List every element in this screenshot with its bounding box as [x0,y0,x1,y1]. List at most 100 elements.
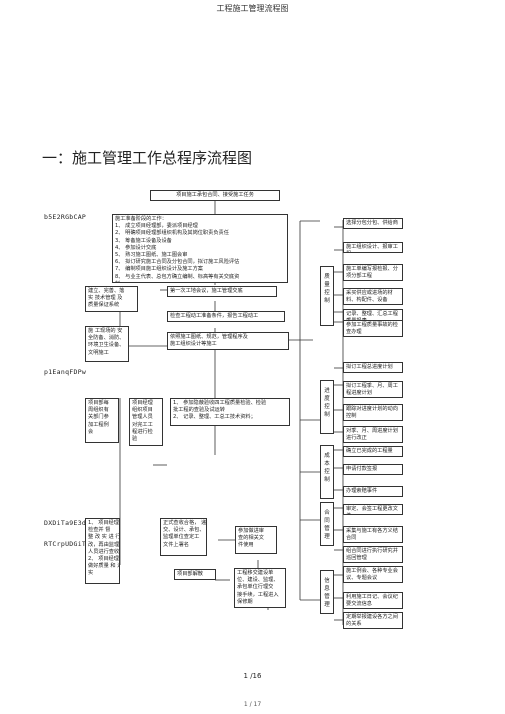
mid2-line: 文件上署名 [163,541,189,548]
left5-line: 2、 项目经理部 [88,556,119,563]
manager-inspection-box: 项目经理组织项目管理人员对完工工程进行检验 [129,398,163,446]
right_b-line: 保修期 [237,598,253,605]
right_a-line: 件使用 [238,542,254,549]
contract-management-label: 合同管理 [320,502,334,546]
cost-control-text: 成本控制 [324,453,330,483]
info-item-text: 施工例会、各种专业会议、专题会议 [346,568,398,582]
quality-control-label: 质量控制 [320,266,334,326]
left1-line: 建立、完善、落 [88,288,125,294]
left4-line: 验 [132,436,138,443]
progress-control-label: 进度控制 [320,380,334,434]
left4-line: 组织项目 [132,407,153,414]
left4-line: 项目经理 [132,400,153,406]
doc-code-4: RTCrpUDGiT [44,540,87,548]
cost-item-text: 申请付款签报 [346,466,378,472]
progress-item-box: 拟订工程总进度计划 [343,362,403,373]
left5-line: 整 改 实 进 行 整 [88,534,119,541]
quality-item-text: 施工单编写报检报、分项分部工程 [346,266,398,280]
site-safety-box: 施 工现场的 安全防备、消防、环境卫生设备、文明施工 [85,326,129,362]
left5-line: 检查并 督 [88,527,111,534]
left4-line: 程进行检 [132,428,153,435]
left2-line: 全防备、消防、 [88,335,125,342]
progress-control-text: 进度控制 [324,388,330,418]
formal-acceptance-box: 正式查收合格， 递交、设计、承包、监理单位查定工文件上署名 [160,518,207,556]
left3-line: 周组织有 [88,407,109,414]
quality-item-box: 采买供应或进场的材料、构配件、设备 [343,288,403,305]
page-header: 工程施工管理流程图 [216,4,289,13]
contract-item-box: 审定、会签工程更改文件 [343,504,403,515]
contract-item-text: 审定、会签工程更改文件 [346,506,398,514]
progress-item-text: 拟订工程季、月、周工程进度计划 [346,383,398,397]
quality-item-text: 采买供应或进场的材料、构配件、设备 [346,290,393,304]
dissolve-box: 项目部解散 [174,569,216,580]
page-footer: 1 / 17 [243,701,262,708]
left5-line: 1、 项目经理部 [88,520,119,526]
mid-line: 批工程的查验及试运转 [173,407,225,414]
progress-item-text: 拟订工程总进度计划 [346,364,393,370]
prep-line: 4、 参加设计交底 [115,244,157,251]
handover-box: 工程移交建设单位、建设、监理、承包单位行理交接手续，工程进入保修期 [234,568,286,608]
doc-code-2: p1EanqFDPw [44,368,87,376]
quality-control-text: 质量控制 [324,274,330,304]
prep-line: 施工准备阶段的工作： [115,216,167,222]
contract-item-box: 组合同进行执行研究并巡回管理 [343,546,403,563]
left3-line: 关部门参 [88,414,109,421]
left1-line: 实 技术管理 及 [88,295,123,302]
start-check-box: 检查工程动工准备条件，报告工程动工 [167,311,285,322]
progress-item-box: 拟订工程季、月、周工程进度计划 [343,381,403,398]
contract-item-text: 采集与施工有各方义结合同 [346,528,398,542]
info-management-text: 信息管理 [324,578,330,608]
quality-item-box: 施工单编写报检报、分项分部工程 [343,264,403,281]
startup-line: 依照施工图纸、规范，管理程序及 [170,334,248,340]
mid2-line: 监理单位查定工 [163,534,200,541]
quality-item-box: 参加工程质量事故的检查办理 [343,320,403,337]
quality-item-box: 施工组织设计、报审工程 [343,242,403,253]
quality-item-text: 参加工程质量事故的检查办理 [346,322,398,336]
doc-code-3: DXDiTa9E3d [44,519,87,527]
contract-management-text: 合同管理 [324,510,330,540]
left4-line: 管理人员 [132,414,153,421]
weekly-meeting-box: 项目部每周组织有关部门参加工程例会 [85,398,119,443]
left4-line: 对完工工 [132,421,153,428]
prep-line: 8、 与业主代表、总包方确立编制、标高等有关交底资 [115,273,240,280]
contract-item-box: 办理索赔事件 [343,486,403,497]
info-item-text: 定期举报建设各方之间的关系 [346,614,398,628]
dissolve-text: 项目部解散 [177,571,203,577]
right_a-line: 查的相关文 [238,535,264,542]
mid-line: 1、 参加隐蔽验收四工程质量检验、检验 [173,400,267,406]
prep-line: 1、 成立项目经理部，委派项目经理 [115,223,198,230]
info-management-label: 信息管理 [320,570,334,614]
quality-item-box: 选择分包分包、供给商 [343,218,403,229]
right_b-line: 接手续，工程进入 [237,591,279,598]
contract-start-text: 项目施工承包合同、接受施工任务 [176,192,254,198]
progress-item-text: 跟踪对进度计划的动向控制 [346,406,398,420]
contract-item-box: 采集与施工有各方义结合同 [343,526,403,543]
start-check-text: 检查工程动工准备条件，报告工程动工 [170,313,259,319]
left1-line: 质量保证系统 [88,302,120,309]
info-item-box: 施工例会、各种专业会议、专题会议 [343,566,403,583]
left2-line: 环境卫生设备、 [88,342,125,349]
left3-line: 加工程例 [88,421,109,428]
left3-line: 会 [88,428,94,435]
left3-line: 项目部每 [88,400,109,406]
contract-start-box: 项目施工承包合同、接受施工任务 [150,190,280,201]
cost-item-box: 申请付款签报 [343,464,403,475]
first-site-meeting-box: 第一次工地会议，施工管理交底 [167,286,277,297]
mid2-line: 交、设计、承包、 [163,527,205,534]
cost-item-box: 确立已完成的工程量 [343,446,403,457]
prep-line: 3、 筹备施工设备及设备 [115,237,172,244]
prep-line: 2、 明确项目经理部组织机构及其岗位职责负责任 [115,230,229,237]
mid2-line: 正式查收合格， 递 [163,520,207,526]
cost-item-text: 确立已完成的工程量 [346,448,393,454]
right_a-line: 参加做进审 [238,528,264,534]
contract-item-text: 组合同进行执行研究并巡回管理 [346,548,398,562]
page-number: 1 /16 [243,672,262,680]
right_b-line: 工程移交建设单 [237,570,274,576]
review-docs-box: 参加做进审查的相关文件使用 [235,526,277,554]
prep-line: 5、 熟习施工图纸、施工图会审 [115,252,188,259]
startup-line: 施工组织设计等施工 [170,341,217,348]
contract-item-text: 办理索赔事件 [346,488,378,494]
tech-quality-system-box: 建立、完善、落实 技术管理 及质量保证系统 [85,286,138,312]
page-title: 一：施工管理工作总程序流程图 [42,149,253,167]
construction-box: 依照施工图纸、规范，管理程序及施工组织设计等施工 [167,332,289,350]
